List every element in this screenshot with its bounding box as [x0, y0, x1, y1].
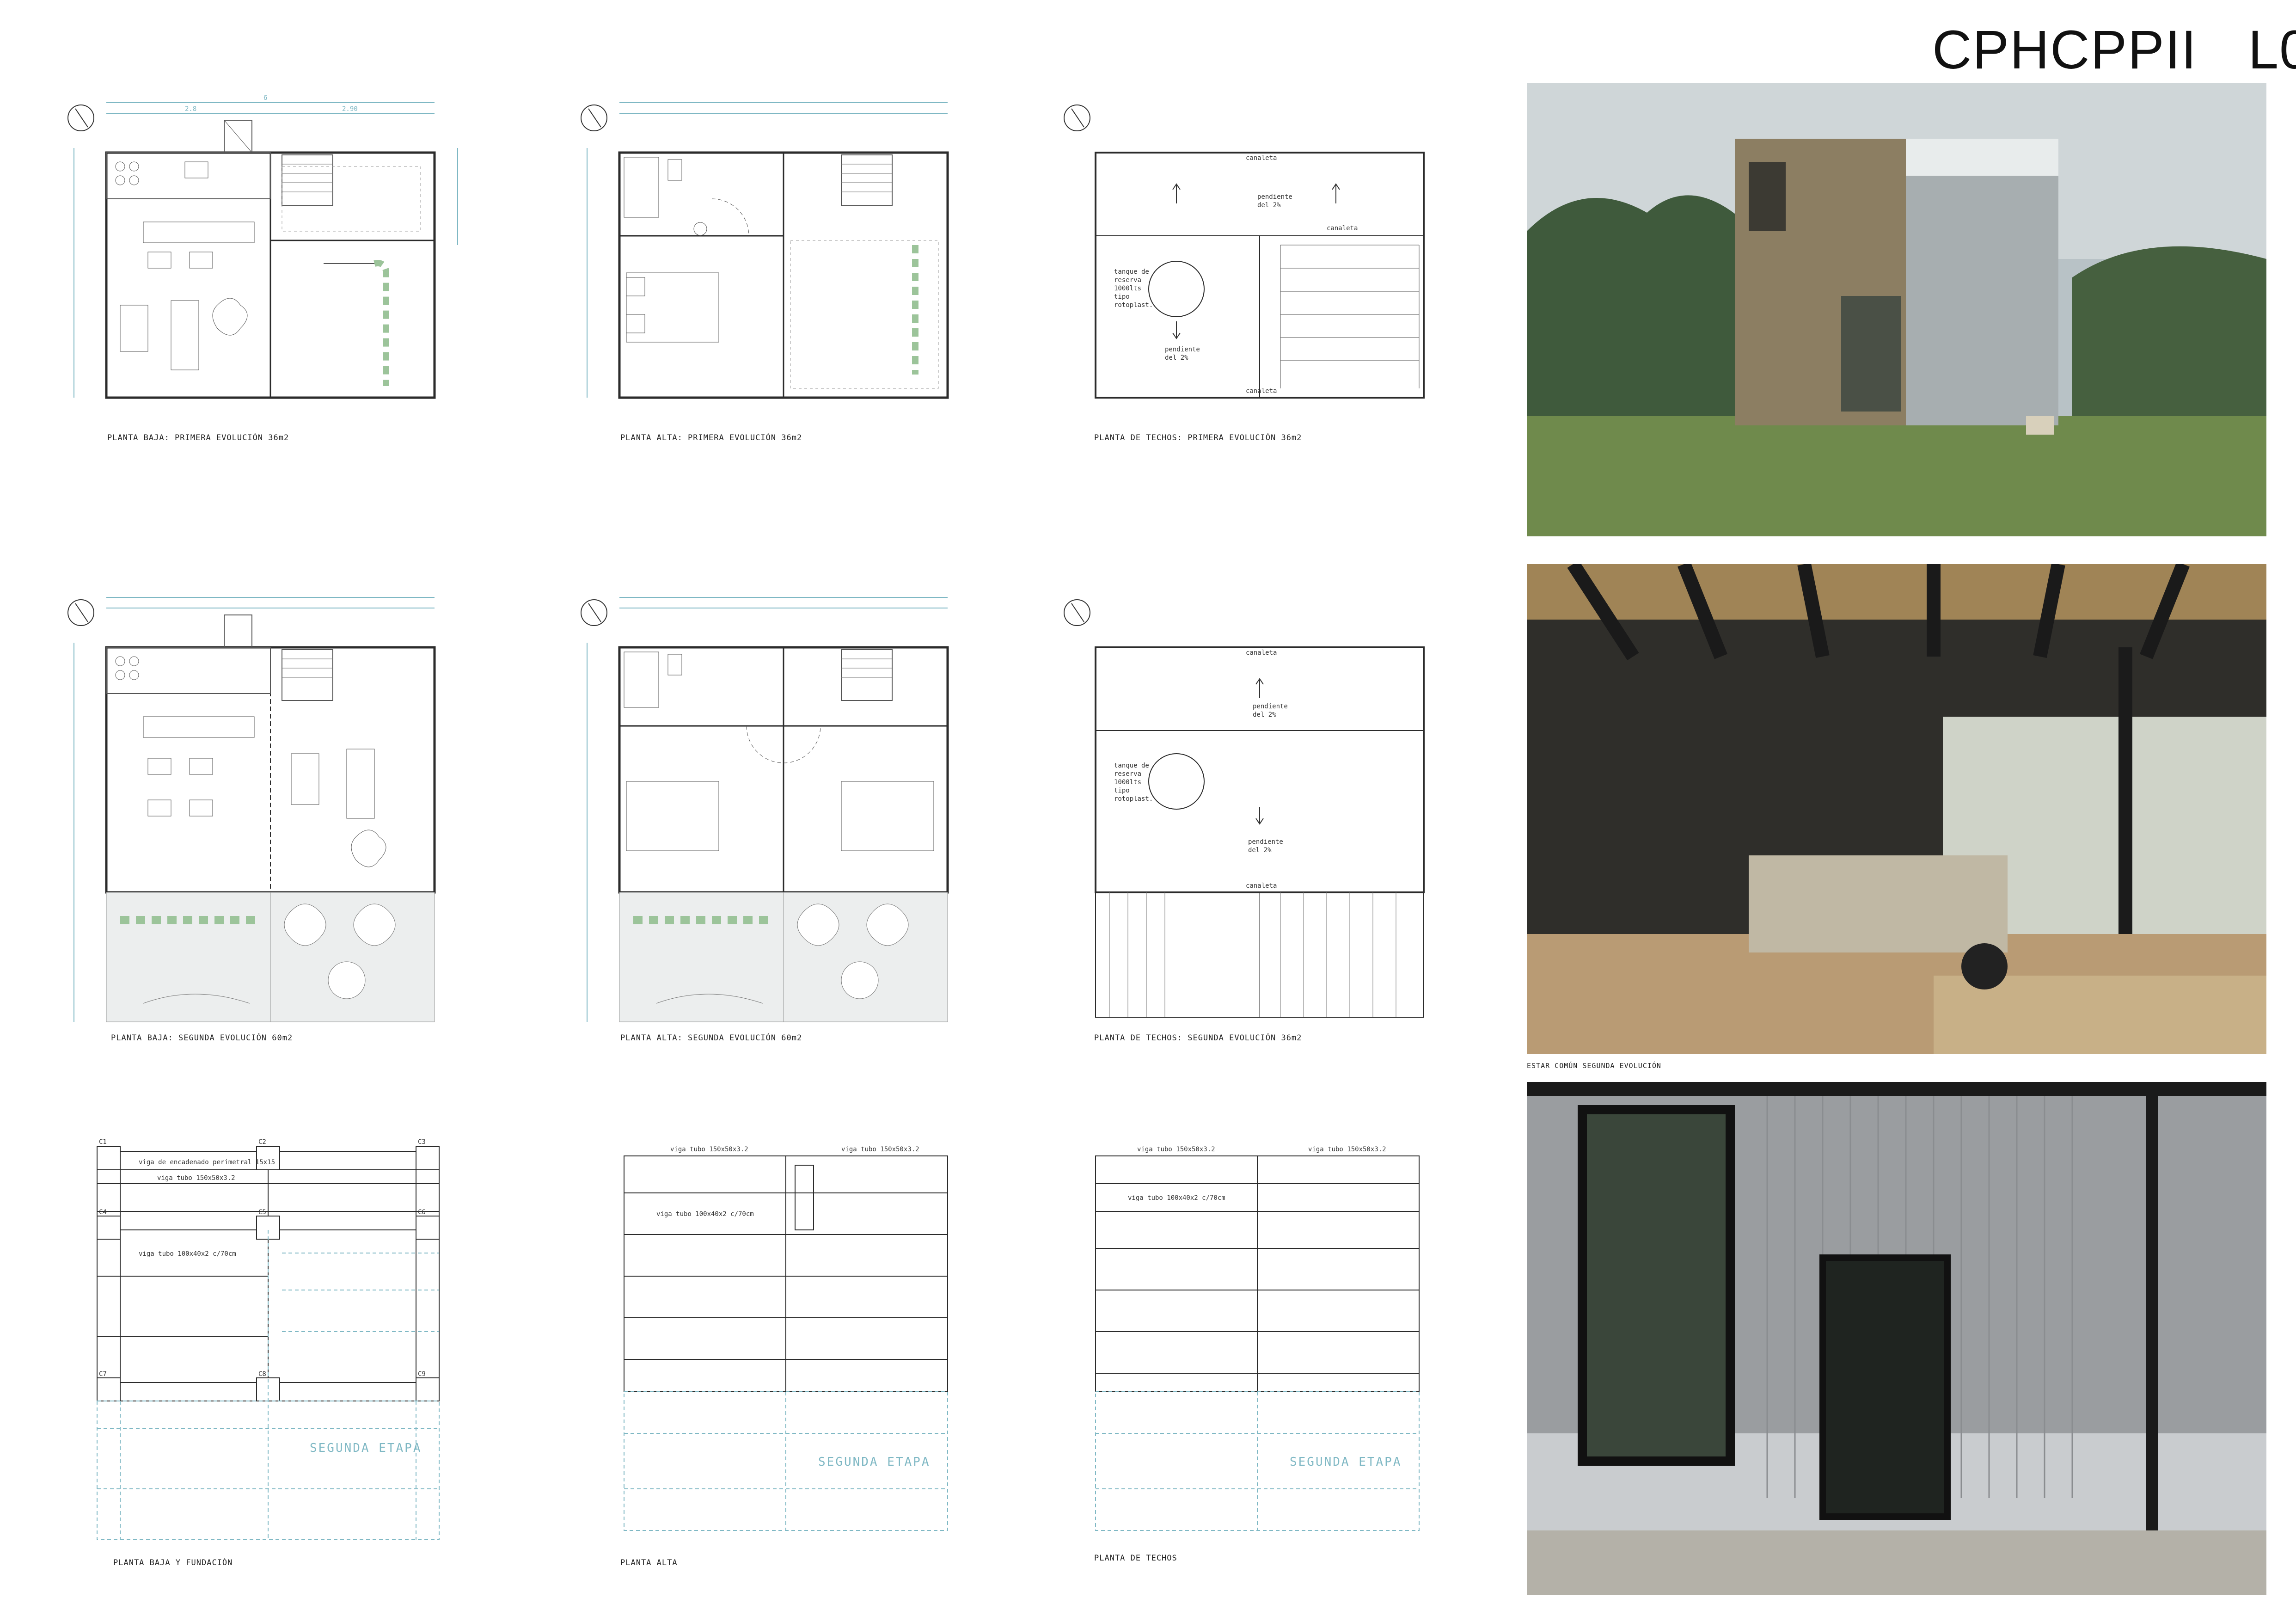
north-arrow-icon — [581, 104, 607, 131]
column-c1: C1 — [99, 1138, 107, 1146]
north-arrow-icon — [1064, 599, 1090, 626]
upper-beam-label-2: viga tubo 150x50x3.2 — [841, 1146, 919, 1153]
second-stage-label-2: SEGUNDA ETAPA — [818, 1455, 931, 1469]
slope-value: del 2% — [1257, 202, 1281, 209]
slope-value-4: del 2% — [1248, 847, 1272, 854]
sheet-number: L02 — [2248, 19, 2296, 80]
second-stage-label: SEGUNDA ETAPA — [310, 1441, 422, 1455]
plan-ground-floor-first-evolution: 6 2.8 2.90 — [60, 92, 476, 407]
dim-left: 2.8 — [185, 105, 196, 113]
roof-beam-label-2: viga tubo 150x50x3.2 — [1308, 1146, 1386, 1153]
gutter-label-top-2: canaleta — [1246, 649, 1277, 657]
slope-value-2: del 2% — [1165, 354, 1188, 362]
plan-roof-structure: viga tubo 150x50x3.2 viga tubo 150x50x3.… — [1077, 1137, 1447, 1544]
caption-pa1: PLANTA ALTA: PRIMERA EVOLUCIÓN 36m2 — [620, 433, 802, 442]
project-code: CPHCPPII — [1932, 19, 2198, 80]
secondary-beam-label: viga tubo 100x40x2 c/70cm — [139, 1250, 236, 1258]
caption-pt1: PLANTA DE TECHOS: PRIMERA EVOLUCIÓN 36m2 — [1094, 433, 1302, 442]
gutter-label-top: canaleta — [1246, 154, 1277, 162]
slope-value-3: del 2% — [1253, 711, 1276, 719]
column-c7: C7 — [99, 1370, 107, 1378]
plan-ground-floor-second-evolution — [60, 587, 476, 1040]
caption-pb1: PLANTA BAJA: PRIMERA EVOLUCIÓN 36m2 — [107, 433, 289, 442]
tank-label-4: tipo — [1114, 293, 1130, 301]
tank-label-5: rotoplast. — [1114, 301, 1153, 309]
caption-pa2: PLANTA ALTA: SEGUNDA EVOLUCIÓN 60m2 — [620, 1033, 802, 1043]
plan-upper-structure: viga tubo 150x50x3.2 viga tubo 150x50x3.… — [610, 1137, 980, 1544]
north-arrow-icon — [1064, 104, 1090, 131]
perimeter-beam-label: viga de encadenado perimetral 15x15 — [139, 1159, 275, 1166]
second-stage-label-3: SEGUNDA ETAPA — [1290, 1455, 1402, 1469]
tank-label-2: reserva — [1114, 276, 1141, 284]
plan-foundation: C1 C2 C3 C4 C5 C6 C7 C8 C9 viga de encad… — [88, 1137, 458, 1544]
render-exterior-second-evolution — [1527, 1082, 2266, 1595]
render-interior-second-evolution — [1527, 564, 2266, 1054]
column-c4: C4 — [99, 1209, 107, 1216]
caption-interior-render: ESTAR COMÚN SEGUNDA EVOLUCIÓN — [1527, 1062, 1661, 1070]
column-c6: C6 — [418, 1209, 426, 1216]
plan-upper-floor-second-evolution — [573, 587, 989, 1040]
caption-pb2: PLANTA BAJA: SEGUNDA EVOLUCIÓN 60m2 — [111, 1033, 293, 1043]
north-arrow-icon — [67, 599, 94, 626]
caption-pbf: PLANTA BAJA Y FUNDACIÓN — [113, 1558, 233, 1567]
tank-label-b5: rotoplast. — [1114, 795, 1153, 803]
slope-label-4: pendiente — [1248, 838, 1283, 846]
column-c9: C9 — [418, 1370, 426, 1378]
gutter-label-bottom-2: canaleta — [1246, 882, 1277, 890]
column-c8: C8 — [258, 1370, 266, 1378]
slope-label-2: pendiente — [1165, 346, 1200, 353]
dim-total: 6 — [263, 94, 267, 102]
upper-beam-label: viga tubo 150x50x3.2 — [670, 1146, 748, 1153]
caption-pte: PLANTA DE TECHOS — [1094, 1554, 1177, 1563]
tank-label-b1: tanque de — [1114, 762, 1149, 769]
gutter-label-mid: canaleta — [1327, 225, 1358, 232]
slope-label-3: pendiente — [1253, 703, 1288, 710]
slope-label: pendiente — [1257, 193, 1292, 201]
dim-right: 2.90 — [342, 105, 358, 113]
upper-secondary-label: viga tubo 100x40x2 c/70cm — [656, 1210, 754, 1218]
render-exterior-first-evolution — [1527, 83, 2266, 536]
tank-label-3: 1000lts — [1114, 285, 1141, 292]
sheet-title: CPHCPPII L02 — [1932, 18, 2296, 88]
tank-label-b3: 1000lts — [1114, 779, 1141, 786]
roof-secondary-label: viga tubo 100x40x2 c/70cm — [1128, 1194, 1225, 1202]
plan-upper-floor-first-evolution — [573, 92, 989, 407]
tank-label-b2: reserva — [1114, 770, 1141, 778]
north-arrow-icon — [581, 599, 607, 626]
plan-roof-second-evolution: canaleta canaleta pendiente del 2% pendi… — [1059, 587, 1475, 1040]
north-arrow-icon — [67, 104, 94, 131]
tank-label-1: tanque de — [1114, 268, 1149, 276]
plan-roof-first-evolution: canaleta canaleta canaleta pendiente del… — [1059, 92, 1475, 407]
tank-label-b4: tipo — [1114, 787, 1130, 794]
main-beam-label: viga tubo 150x50x3.2 — [157, 1174, 235, 1182]
caption-pae: PLANTA ALTA — [620, 1558, 678, 1567]
caption-pt2: PLANTA DE TECHOS: SEGUNDA EVOLUCIÓN 36m2 — [1094, 1033, 1302, 1043]
roof-beam-label: viga tubo 150x50x3.2 — [1137, 1146, 1215, 1153]
column-c5: C5 — [258, 1209, 266, 1216]
column-c3: C3 — [418, 1138, 426, 1146]
column-c2: C2 — [258, 1138, 266, 1146]
gutter-label-bottom: canaleta — [1246, 387, 1277, 395]
